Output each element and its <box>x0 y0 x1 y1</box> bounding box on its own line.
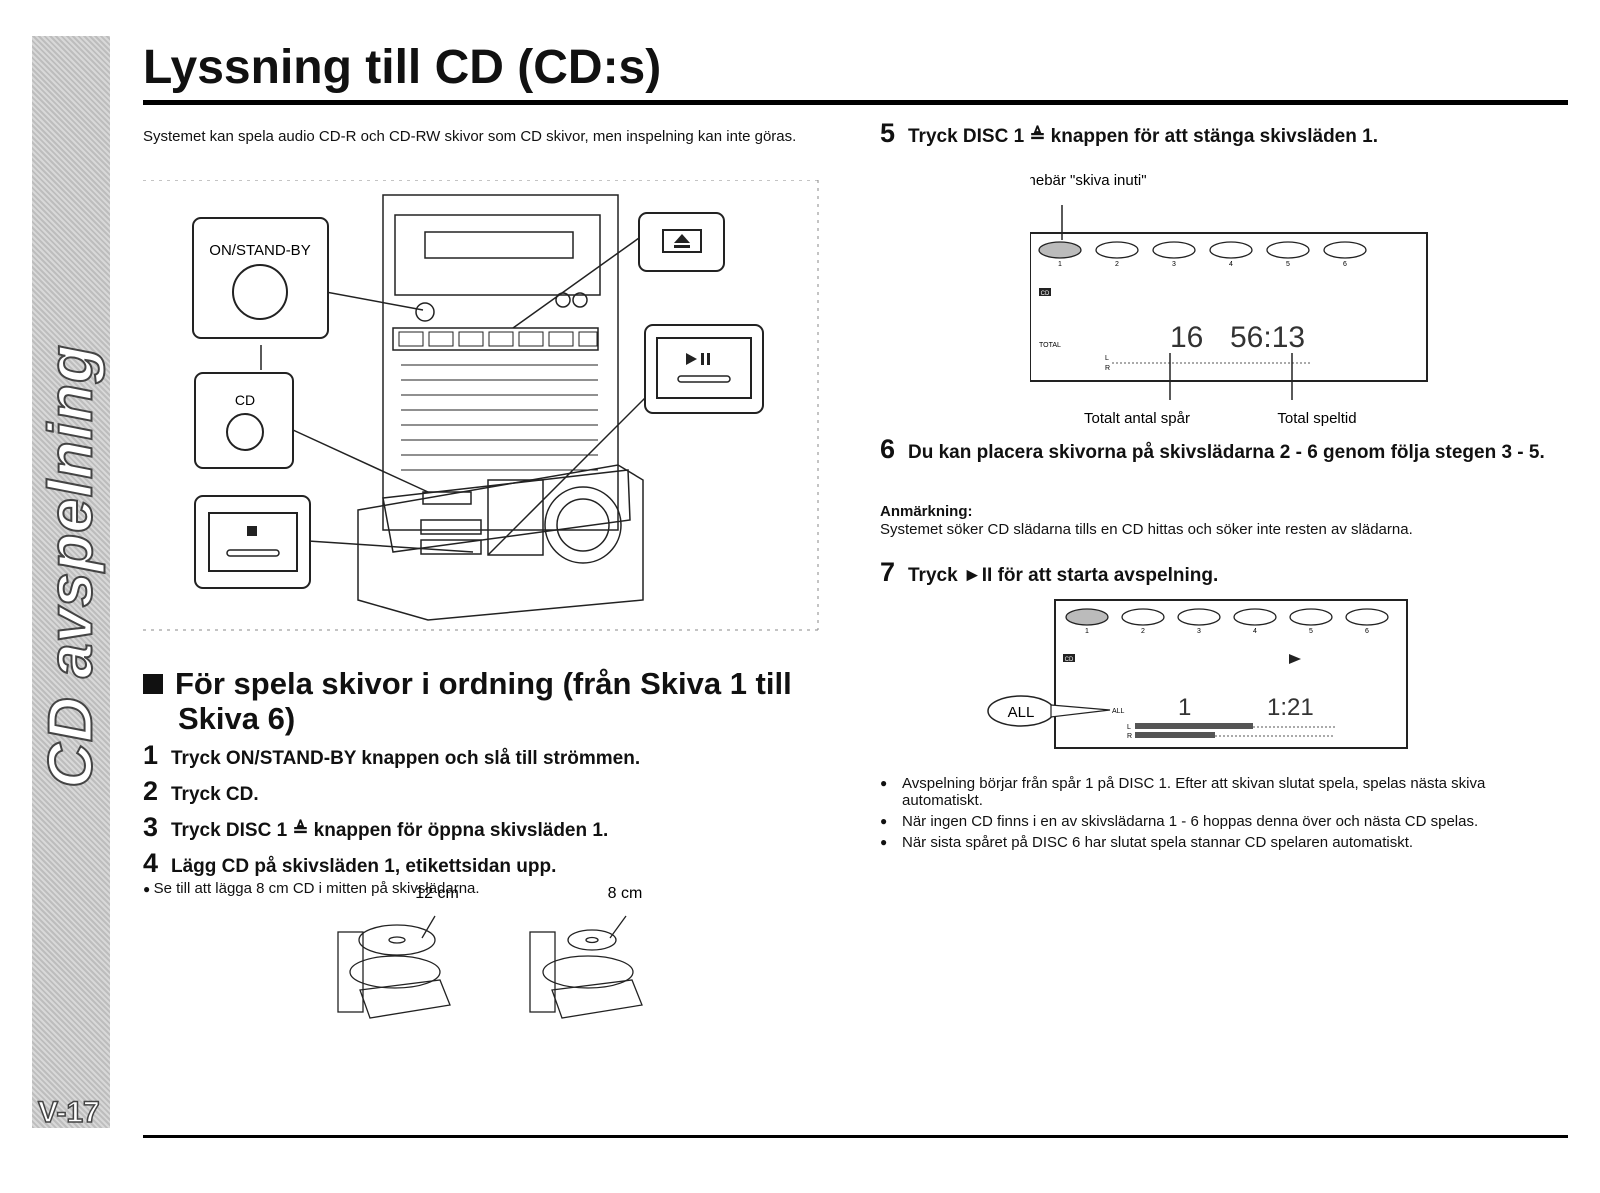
onstandby-callout <box>192 217 329 339</box>
step-number: 2 <box>143 776 159 806</box>
disc-inside-caption: Innebär "skiva inuti" <box>1030 172 1147 189</box>
disc-number: 5 <box>1286 261 1290 268</box>
step-number: 4 <box>143 848 159 878</box>
disc-number: 4 <box>1253 628 1257 635</box>
disc-number: 6 <box>1365 628 1369 635</box>
section-heading-line1: För spela skivor i ordning (från Skiva 1… <box>175 666 792 701</box>
step-text: Tryck CD. <box>171 784 259 805</box>
playpause-callout <box>644 324 764 414</box>
step-text: Tryck ON/STAND-BY knappen och slå till s… <box>171 748 641 769</box>
step-text: Du kan placera skivorna på skivslädarna … <box>908 442 1545 463</box>
play-pause-icon <box>656 337 752 399</box>
step-6: 6 Du kan placera skivorna på skivslädarna… <box>880 434 1570 464</box>
section-heading-line2: Skiva 6) <box>178 701 296 736</box>
cd-8cm-label: 8 cm <box>608 885 643 902</box>
step-number: 5 <box>880 118 896 148</box>
disc-number: 4 <box>1229 261 1233 268</box>
step4-bullet: Se till att lägga 8 cm CD i mitten på sk… <box>143 880 863 897</box>
step-text: Tryck DISC 1 ≜ knappen för att stänga sk… <box>908 126 1378 147</box>
list-item: När ingen CD finns i en av skivslädarna … <box>880 813 1570 830</box>
cd-12cm-label: 12 cm <box>415 885 459 902</box>
level-r-label: R <box>1127 733 1132 740</box>
stop-icon <box>208 512 298 572</box>
section-heading: För spela skivor i ordning (från Skiva 1… <box>143 666 863 736</box>
power-button-on-unit <box>415 302 435 322</box>
cd-button <box>226 413 264 451</box>
step-3: 3 Tryck DISC 1 ≜ knappen för öppna skivsl… <box>143 812 863 843</box>
step-number: 1 <box>143 740 159 770</box>
top-rule <box>143 100 1568 105</box>
cd-indicator: CD <box>1065 657 1074 663</box>
note-heading: Anmärkning: <box>880 503 973 520</box>
disc-number: 1 <box>1058 261 1062 268</box>
total-tracks-caption: Totalt antal spår <box>1084 410 1190 427</box>
result-bullets: Avspelning börjar från spår 1 på DISC 1.… <box>880 775 1570 855</box>
page-number: V-17 <box>37 1095 100 1130</box>
display-playing: 1 2 3 4 5 6 CD ALL ALL 1 1:21 L R <box>987 599 1408 749</box>
play-indicator-icon <box>1289 654 1301 664</box>
step-number: 7 <box>880 557 896 587</box>
elapsed-time: 1:21 <box>1267 694 1314 721</box>
disc-number: 5 <box>1309 628 1313 635</box>
level-l-label: L <box>1105 355 1109 362</box>
step-7: 7 Tryck ►II för att starta avspelning. <box>880 557 1218 588</box>
level-l-label: L <box>1127 724 1131 731</box>
note: Anmärkning:Systemet söker CD slädarna ti… <box>880 503 1570 539</box>
cd-size-illustration: 12 cm 8 cm <box>337 885 643 1019</box>
level-r-label: R <box>1105 365 1110 372</box>
disc-number: 6 <box>1343 261 1347 268</box>
level-meter-l <box>1135 723 1253 729</box>
cd-label: CD <box>235 392 255 408</box>
heading-square-icon <box>143 674 163 694</box>
disc-number: 3 <box>1172 261 1176 268</box>
step-text: Tryck ►II för att starta avspelning. <box>908 565 1219 586</box>
step-2: 2 Tryck CD. <box>143 776 863 807</box>
list-item: Avspelning börjar från spår 1 på DISC 1.… <box>880 775 1570 809</box>
disc-number: 2 <box>1141 628 1145 635</box>
cd-8cm-disc <box>567 929 617 951</box>
step-5: 5 Tryck DISC 1 ≜ knappen för att stänga s… <box>880 118 1378 149</box>
step-number: 3 <box>143 812 159 842</box>
page-title: Lyssning till CD (CD:s) <box>143 41 662 94</box>
step-4: 4 Lägg CD på skivsläden 1, etikettsidan u… <box>143 848 863 879</box>
display-after-close: Innebär "skiva inuti" 1 2 3 4 5 6 CD TOT… <box>1030 172 1428 427</box>
step-number: 6 <box>880 434 896 464</box>
total-label: TOTAL <box>1039 342 1061 349</box>
intro-text: Systemet kan spela audio CD-R och CD-RW … <box>143 128 797 145</box>
disc-number: 2 <box>1115 261 1119 268</box>
onstandby-button <box>232 264 288 320</box>
step-text: Lägg CD på skivsläden 1, etikettsidan up… <box>171 856 557 877</box>
step-1: 1 Tryck ON/STAND-BY knappen och slå till … <box>143 740 863 771</box>
disc-number: 1 <box>1085 628 1089 635</box>
stop-callout <box>194 495 311 589</box>
current-track: 1 <box>1178 694 1191 721</box>
total-time: 56:13 <box>1230 321 1305 354</box>
step-text: Tryck DISC 1 ≜ knappen för öppna skivslä… <box>171 820 609 841</box>
total-time-caption: Total speltid <box>1277 410 1356 427</box>
list-item: När sista spåret på DISC 6 har slutat sp… <box>880 834 1570 851</box>
disc-number: 3 <box>1197 628 1201 635</box>
sidebar-title-text: CD avspelning <box>36 343 107 789</box>
track-count: 16 <box>1170 321 1203 354</box>
cd-indicator: CD <box>1041 291 1050 297</box>
steps-left: 1 Tryck ON/STAND-BY knappen och slå till … <box>143 740 863 897</box>
bottom-rule <box>143 1135 1568 1138</box>
cd-callout <box>194 372 294 469</box>
all-callout-label: ALL <box>1008 704 1035 721</box>
sidebar-strip <box>32 36 110 1128</box>
level-meter-r <box>1135 732 1215 738</box>
cd-12cm-disc <box>358 924 436 956</box>
eject-icon <box>662 229 702 253</box>
onstandby-label: ON/STAND-BY <box>209 242 310 259</box>
note-text: Systemet söker CD slädarna tills en CD h… <box>880 521 1413 538</box>
all-indicator: ALL <box>1112 708 1125 715</box>
device-illustration: ON/STAND-BY CD <box>143 180 819 631</box>
